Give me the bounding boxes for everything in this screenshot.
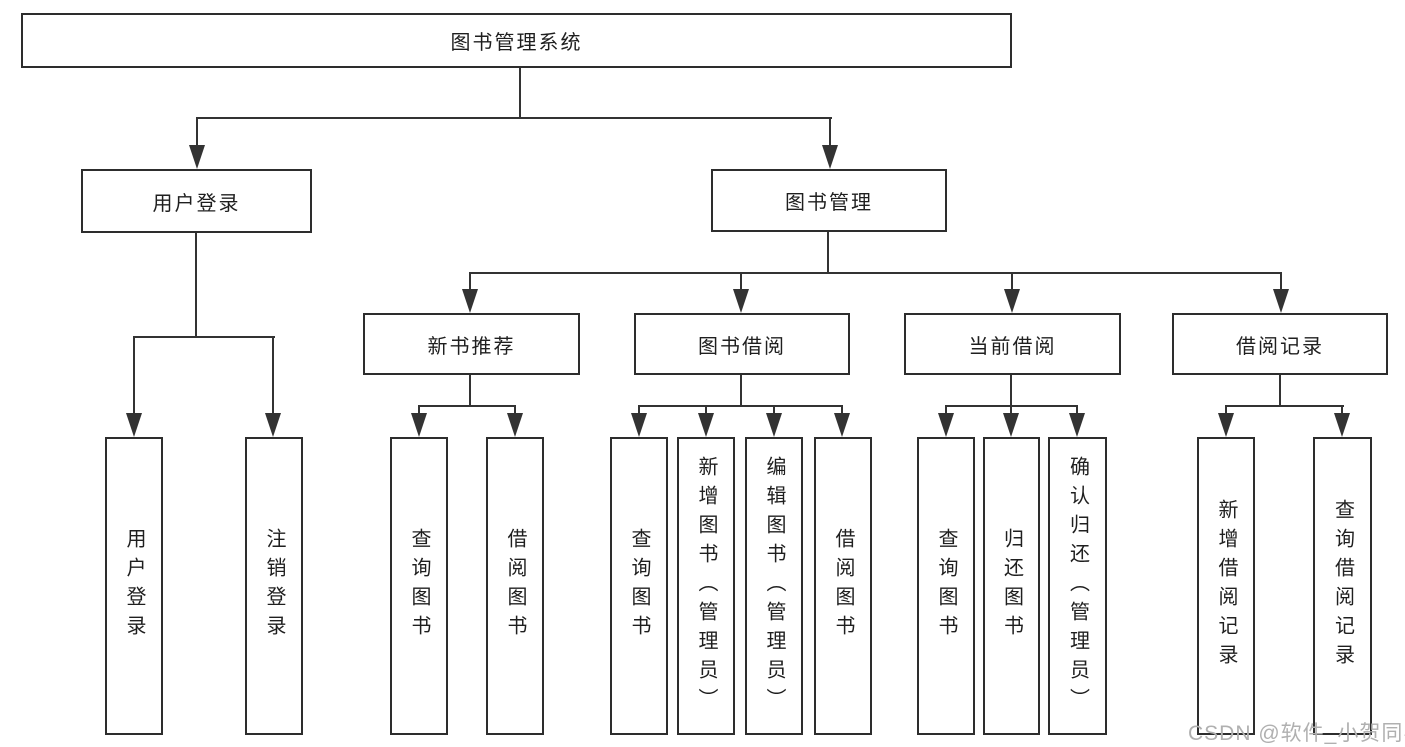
arrow-down-icon	[938, 413, 954, 437]
connector-line	[418, 405, 516, 407]
node-label: 图书管理	[785, 192, 873, 214]
arrow-down-icon	[834, 413, 850, 437]
node-user-login-group: 用户登录	[81, 169, 312, 233]
leaf-records-add-record: 新增借阅记录	[1197, 437, 1255, 735]
connector-line	[195, 233, 197, 338]
node-borrow-records: 借阅记录	[1172, 313, 1388, 375]
connector-line	[1010, 405, 1012, 415]
node-label: 查询图书	[408, 528, 430, 644]
connector-line	[1225, 405, 1227, 415]
node-label: 图书借阅	[698, 335, 786, 358]
arrow-down-icon	[733, 289, 749, 313]
node-label: 查询图书	[935, 528, 957, 644]
arrow-down-icon	[1004, 289, 1020, 313]
node-library-system: 图书管理系统	[21, 13, 1012, 68]
node-new-book-recommend: 新书推荐	[363, 313, 580, 375]
node-label: 编辑图书（管理员）	[763, 455, 785, 717]
leaf-borrowing-edit-books-admin: 编辑图书（管理员）	[745, 437, 803, 735]
leaf-recommend-borrow-books: 借阅图书	[486, 437, 544, 735]
arrow-down-icon	[126, 413, 142, 437]
connector-line	[1076, 405, 1078, 415]
node-current-borrowing: 当前借阅	[904, 313, 1121, 375]
connector-line	[740, 375, 742, 407]
leaf-current-confirm-return-admin: 确认归还（管理员）	[1048, 437, 1107, 735]
csdn-watermark: CSDN @软件_小贺同学	[1188, 722, 1405, 745]
arrow-down-icon	[1273, 289, 1289, 313]
node-label: 用户登录	[152, 192, 241, 215]
connector-line	[196, 117, 832, 119]
leaf-borrowing-query-books: 查询图书	[610, 437, 668, 735]
node-label: 借阅图书	[504, 528, 526, 644]
node-label: 归还图书	[1000, 528, 1023, 644]
arrow-down-icon	[411, 413, 427, 437]
connector-line	[418, 405, 420, 415]
node-label: 用户登录	[123, 528, 145, 644]
leaf-current-query-books: 查询图书	[917, 437, 975, 735]
arrow-down-icon	[1069, 413, 1085, 437]
connector-line	[638, 405, 843, 407]
connector-line	[705, 405, 707, 415]
connector-line	[827, 232, 829, 274]
node-label: 新书推荐	[427, 335, 516, 358]
leaf-borrowing-add-books-admin: 新增图书（管理员）	[677, 437, 735, 735]
connector-line	[773, 405, 775, 415]
node-label: 新增借阅记录	[1215, 499, 1237, 673]
arrow-down-icon	[507, 413, 523, 437]
arrow-down-icon	[462, 289, 478, 313]
connector-line	[1011, 272, 1013, 291]
connector-line	[638, 405, 640, 415]
connector-line	[196, 117, 198, 147]
connector-line	[133, 336, 275, 338]
node-label: 确认归还（管理员）	[1066, 455, 1089, 717]
node-label: 查询图书	[628, 528, 650, 644]
arrow-down-icon	[822, 145, 838, 169]
connector-line	[469, 375, 471, 407]
arrow-down-icon	[1218, 413, 1234, 437]
connector-line	[519, 68, 521, 119]
connector-line	[829, 117, 831, 147]
connector-line	[1280, 272, 1282, 291]
node-label: 图书管理系统	[450, 32, 583, 54]
arrow-down-icon	[698, 413, 714, 437]
arrow-down-icon	[189, 145, 205, 169]
connector-line	[740, 272, 742, 291]
leaf-logout: 注销登录	[245, 437, 303, 735]
node-book-borrowing: 图书借阅	[634, 313, 850, 375]
node-book-management: 图书管理	[711, 169, 947, 232]
leaf-borrowing-borrow-books: 借阅图书	[814, 437, 872, 735]
arrow-down-icon	[265, 413, 281, 437]
connector-line	[945, 405, 947, 415]
connector-line	[133, 336, 135, 415]
connector-line	[1010, 375, 1012, 407]
node-label: 当前借阅	[968, 335, 1057, 358]
connector-line	[469, 272, 471, 291]
arrow-down-icon	[1334, 413, 1350, 437]
node-label: 借阅图书	[832, 528, 854, 644]
leaf-records-query-record: 查询借阅记录	[1313, 437, 1372, 735]
connector-line	[841, 405, 843, 415]
connector-line	[1341, 405, 1343, 415]
node-label: 注销登录	[263, 528, 285, 644]
node-label: 查询借阅记录	[1331, 499, 1354, 673]
arrow-down-icon	[766, 413, 782, 437]
leaf-user-login: 用户登录	[105, 437, 163, 735]
node-label: 新增图书（管理员）	[695, 455, 717, 717]
connector-line	[272, 336, 274, 415]
node-label: 借阅记录	[1236, 335, 1324, 358]
arrow-down-icon	[631, 413, 647, 437]
connector-line	[1279, 375, 1281, 407]
arrow-down-icon	[1003, 413, 1019, 437]
connector-line	[469, 272, 1282, 274]
connector-line	[514, 405, 516, 415]
leaf-current-return-books: 归还图书	[983, 437, 1040, 735]
connector-line	[1225, 405, 1344, 407]
leaf-recommend-query-books: 查询图书	[390, 437, 448, 735]
